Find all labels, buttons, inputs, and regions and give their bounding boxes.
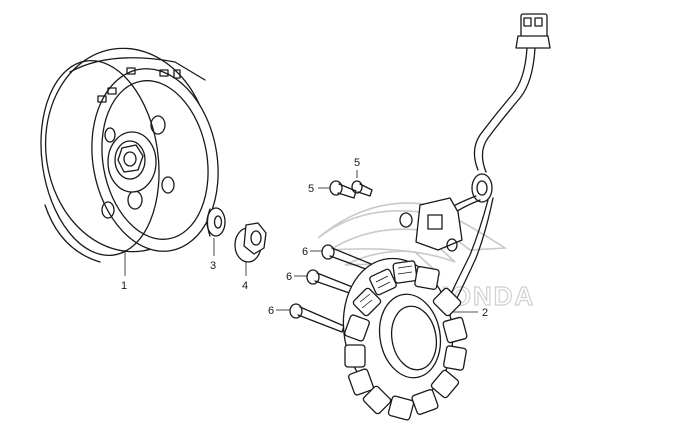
stator-assembly: 2 (342, 13, 551, 421)
callout-6a: 6 (302, 246, 308, 258)
callout-3: 3 (210, 260, 216, 272)
callout-4: 4 (242, 280, 248, 292)
callout-6b: 6 (286, 271, 292, 283)
callout-6c: 6 (268, 305, 274, 317)
washer: 3 (206, 207, 226, 272)
callout-5a: 5 (354, 157, 360, 169)
callout-2: 2 (482, 307, 488, 319)
callout-1: 1 (121, 280, 127, 292)
flywheel-rotor: 1 (40, 47, 219, 292)
bolt-6c: 6 (268, 303, 345, 333)
bolt-5b: 5 (308, 180, 357, 199)
flange-nut: 4 (234, 222, 267, 292)
callout-5b: 5 (308, 183, 314, 195)
